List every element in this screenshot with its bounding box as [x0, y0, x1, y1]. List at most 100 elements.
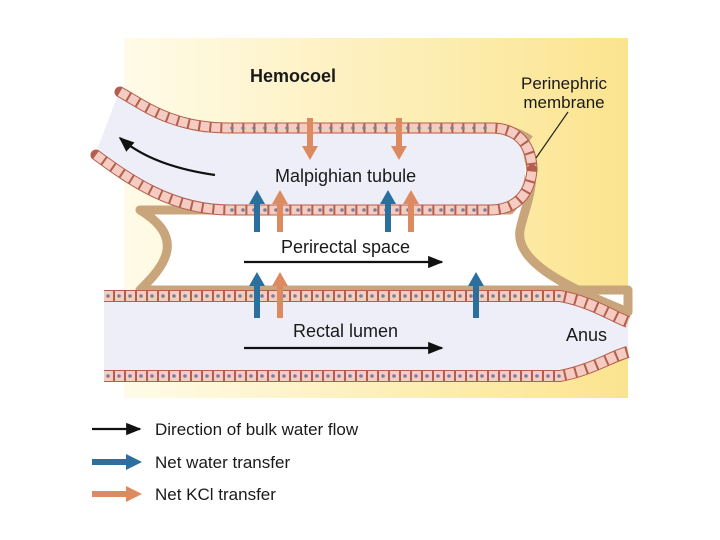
cell-nucleus: [395, 208, 399, 212]
cell-nucleus: [392, 374, 396, 378]
cell-nucleus: [524, 374, 528, 378]
cell-nucleus: [461, 126, 465, 130]
cell-nucleus: [447, 374, 451, 378]
cell-nucleus: [315, 294, 319, 298]
cell-nucleus: [381, 374, 385, 378]
cell-nucleus: [362, 126, 366, 130]
cell-nucleus: [315, 374, 319, 378]
cell-nucleus: [557, 374, 561, 378]
cell-nucleus: [150, 294, 154, 298]
perinephric-label-line2: membrane: [523, 93, 605, 112]
cell-nucleus: [450, 208, 454, 212]
cell-nucleus: [392, 294, 396, 298]
cell-nucleus: [260, 374, 264, 378]
cell-nucleus: [307, 208, 311, 212]
cell-nucleus: [359, 374, 363, 378]
cell-nucleus: [491, 374, 495, 378]
cell-nucleus: [296, 126, 300, 130]
cell-nucleus: [285, 126, 289, 130]
cell-nucleus: [227, 374, 231, 378]
cell-nucleus: [340, 126, 344, 130]
cell-nucleus: [461, 208, 465, 212]
cell-nucleus: [373, 126, 377, 130]
cell-nucleus: [546, 374, 550, 378]
cell-nucleus: [359, 294, 363, 298]
perinephric-membrane-label: Perinephric membrane: [521, 74, 607, 112]
perirectal-space-label: Perirectal space: [281, 237, 411, 257]
cell-nucleus: [491, 294, 495, 298]
cell-nucleus: [483, 126, 487, 130]
cell-nucleus: [546, 294, 550, 298]
kcl-arrows-into-tubule: [302, 118, 407, 160]
cell-nucleus: [406, 126, 410, 130]
cell-nucleus: [337, 294, 341, 298]
cell-nucleus: [139, 374, 143, 378]
cell-nucleus: [183, 374, 187, 378]
cell-nucleus: [117, 294, 121, 298]
cell-nucleus: [271, 374, 275, 378]
cell-nucleus: [381, 294, 385, 298]
cell-nucleus: [447, 294, 451, 298]
cell-nucleus: [183, 294, 187, 298]
cell-nucleus: [469, 374, 473, 378]
cell-nucleus: [263, 126, 267, 130]
transfer-arrows-upper: [249, 190, 419, 232]
cell-nucleus: [436, 294, 440, 298]
tubule-flow-arrow: [118, 136, 216, 177]
cell-nucleus: [337, 374, 341, 378]
cell-nucleus: [458, 294, 462, 298]
cell-nucleus: [238, 374, 242, 378]
cell-nucleus: [403, 294, 407, 298]
cell-nucleus: [340, 208, 344, 212]
cell-nucleus: [282, 374, 286, 378]
cell-nucleus: [326, 374, 330, 378]
cell-nucleus: [172, 294, 176, 298]
cell-nucleus: [227, 294, 231, 298]
cell-nucleus: [271, 294, 275, 298]
cell-nucleus: [304, 294, 308, 298]
cell-nucleus: [472, 208, 476, 212]
cell-nucleus: [238, 294, 242, 298]
cell-nucleus: [329, 126, 333, 130]
hemocoel-label: Hemocoel: [250, 66, 337, 86]
cell-nucleus: [161, 294, 165, 298]
cell-nucleus: [241, 126, 245, 130]
anus-label: Anus: [566, 325, 608, 345]
cell-nucleus: [480, 374, 484, 378]
cell-nucleus: [216, 374, 220, 378]
legend-bulk-flow-text: Direction of bulk water flow: [155, 420, 359, 439]
cell-nucleus: [106, 294, 110, 298]
cell-nucleus: [450, 126, 454, 130]
cell-nucleus: [472, 126, 476, 130]
cell-nucleus: [274, 208, 278, 212]
cell-nucleus: [403, 374, 407, 378]
cell-nucleus: [458, 374, 462, 378]
cell-nucleus: [414, 294, 418, 298]
cell-nucleus: [428, 126, 432, 130]
cell-nucleus: [348, 294, 352, 298]
cell-nucleus: [106, 374, 110, 378]
legend-kcl-text: Net KCl transfer: [155, 485, 276, 504]
cell-nucleus: [370, 294, 374, 298]
cell-nucleus: [304, 374, 308, 378]
legend-water-text: Net water transfer: [155, 453, 291, 472]
perinephric-label-line1: Perinephric: [521, 74, 607, 93]
cell-nucleus: [417, 208, 421, 212]
cell-nucleus: [524, 294, 528, 298]
cell-nucleus: [150, 374, 154, 378]
cell-nucleus: [296, 208, 300, 212]
cell-nucleus: [535, 294, 539, 298]
cell-nucleus: [439, 126, 443, 130]
cell-nucleus: [230, 208, 234, 212]
cell-nucleus: [329, 208, 333, 212]
cell-nucleus: [205, 374, 209, 378]
perinephric-pointer-line: [535, 111, 569, 159]
rectal-lumen-area: [104, 298, 628, 374]
cell-nucleus: [469, 294, 473, 298]
cell-nucleus: [362, 208, 366, 212]
cell-nucleus: [557, 294, 561, 298]
cell-nucleus: [425, 294, 429, 298]
cell-nucleus: [274, 126, 278, 130]
cell-nucleus: [230, 126, 234, 130]
